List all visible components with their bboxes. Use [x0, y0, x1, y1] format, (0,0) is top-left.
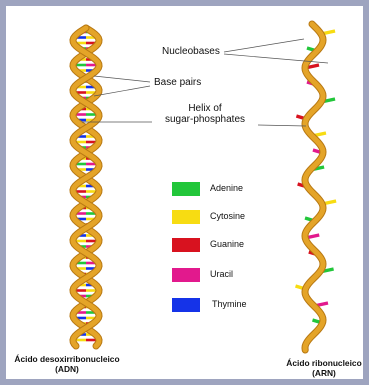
caption-dna-line1: Ácido desoxirribonucleico — [6, 354, 128, 364]
legend-label-guanine: Guanine — [210, 239, 244, 249]
label-helix-line2: sugar-phosphates — [150, 114, 260, 125]
dna-double-helix — [73, 28, 99, 346]
leader-base-pairs-upper — [94, 76, 150, 82]
label-helix: Helix of sugar-phosphates — [150, 103, 260, 125]
caption-dna: Ácido desoxirribonucleico (ADN) — [6, 354, 128, 374]
legend-label-uracil: Uracil — [210, 269, 233, 279]
rna-single-strand — [296, 24, 337, 350]
caption-rna: Ácido ribonucleico (ARN) — [276, 358, 363, 378]
diagram-canvas: Nucleobases Base pairs Helix of sugar-ph… — [6, 6, 363, 379]
leader-helix-right — [258, 125, 306, 126]
caption-rna-line2: (ARN) — [276, 368, 363, 378]
label-helix-line1: Helix of — [150, 103, 260, 114]
caption-dna-line2: (ADN) — [6, 364, 128, 374]
legend-label-cytosine: Cytosine — [210, 211, 245, 221]
legend-label-adenine: Adenine — [210, 183, 243, 193]
legend-swatch-adenine — [172, 182, 200, 196]
legend-swatch-thymine — [172, 298, 200, 312]
legend-swatch-uracil — [172, 268, 200, 282]
leader-nucleobases-to-rna-top — [224, 39, 304, 52]
label-base-pairs: Base pairs — [154, 77, 201, 88]
caption-rna-line1: Ácido ribonucleico — [276, 358, 363, 368]
label-nucleobases: Nucleobases — [162, 46, 220, 57]
legend-label-thymine: Thymine — [212, 299, 247, 309]
legend-swatch-guanine — [172, 238, 200, 252]
legend-swatch-cytosine — [172, 210, 200, 224]
